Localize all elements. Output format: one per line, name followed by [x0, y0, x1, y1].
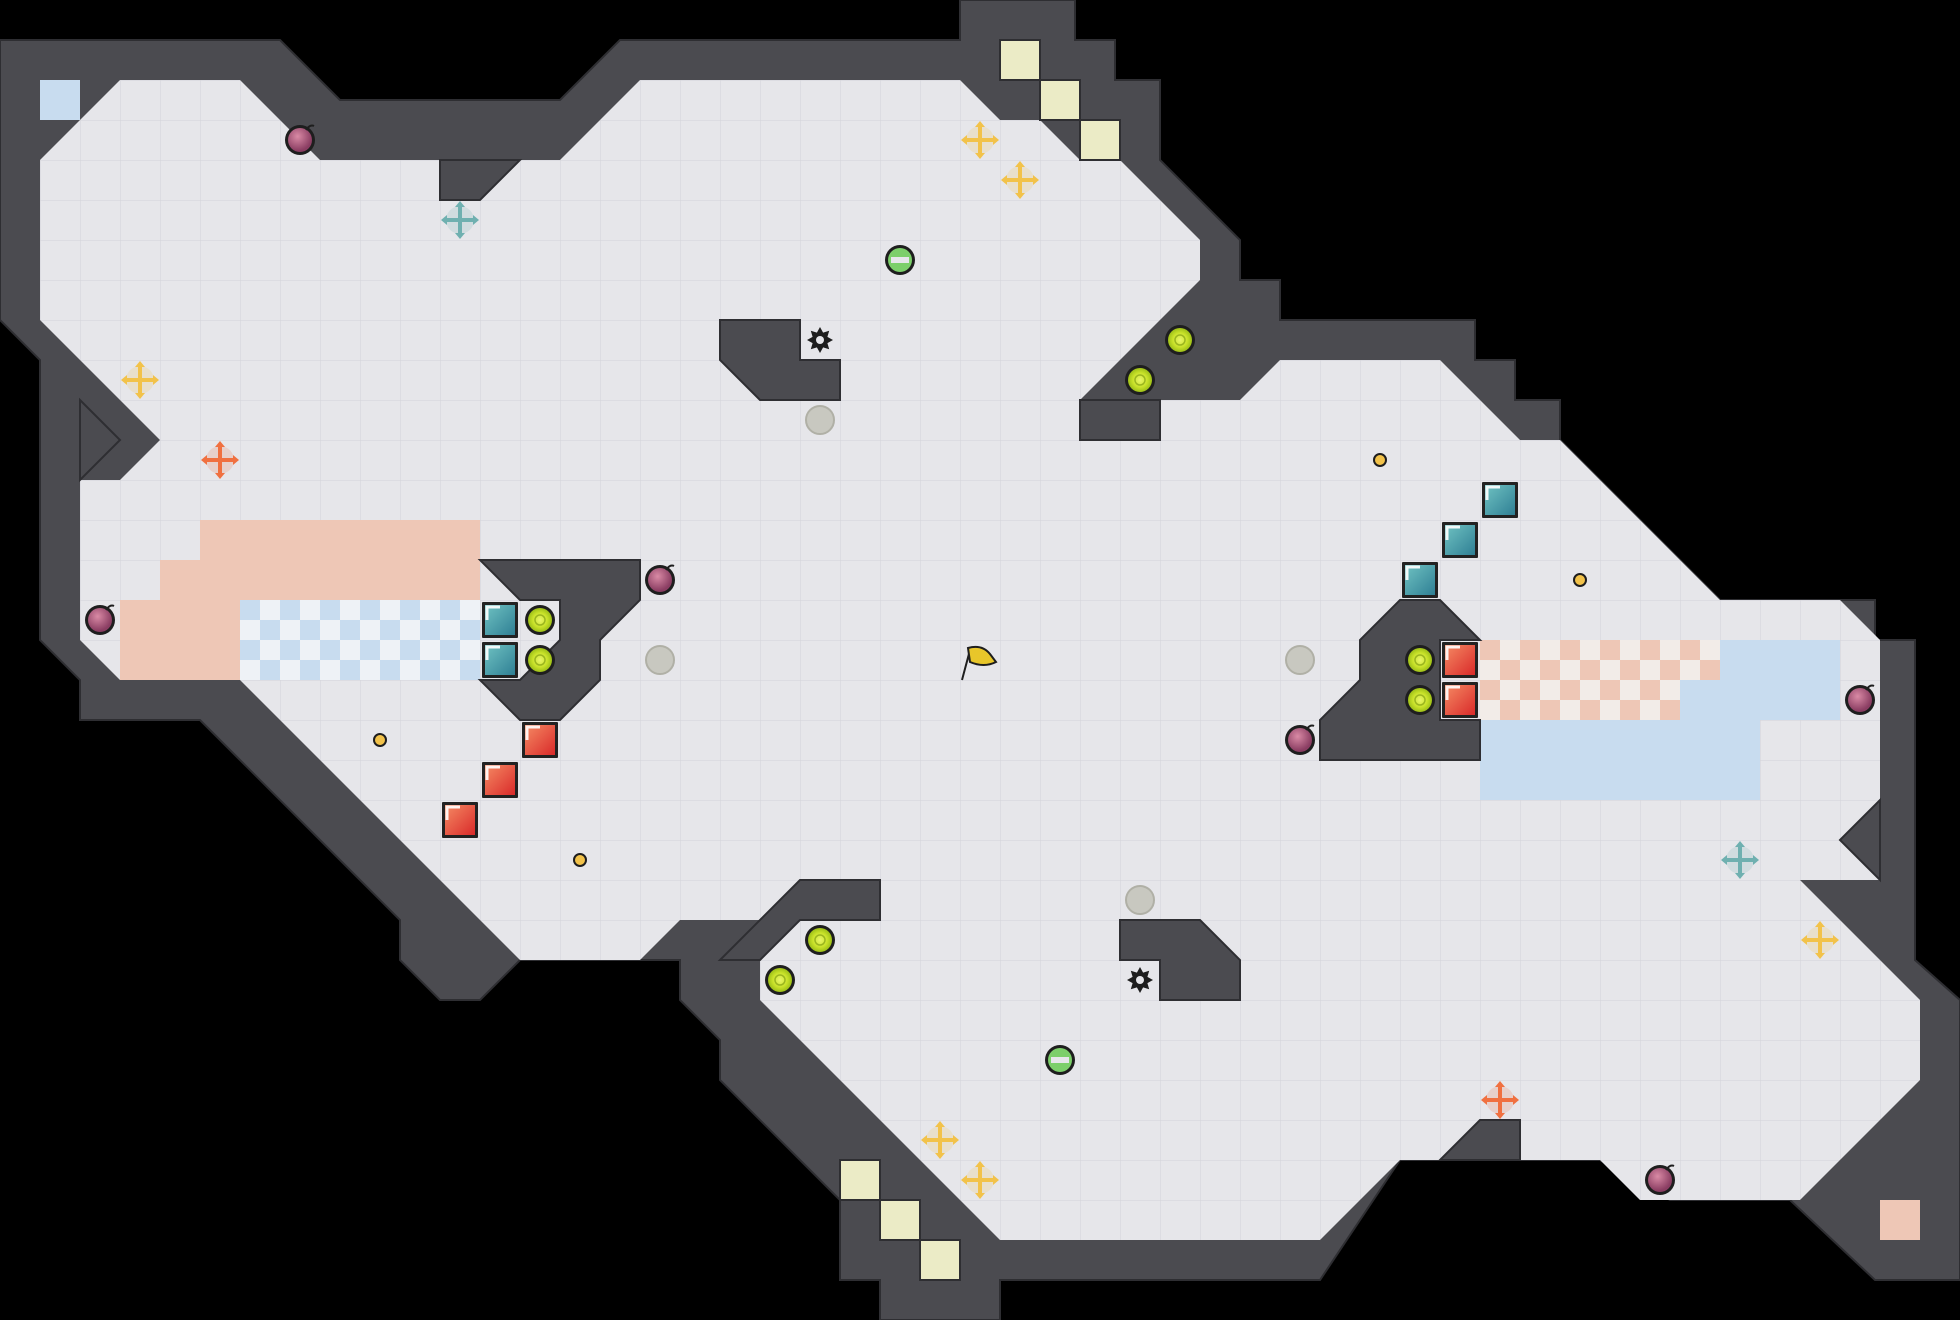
inner-wall [1079, 399, 1161, 441]
boost-icon [1721, 841, 1759, 879]
spike-icon [807, 327, 833, 353]
powerup-icon [765, 965, 795, 995]
entities [85, 121, 1875, 1199]
blue-gate [1442, 522, 1478, 558]
boost-icon [1481, 1081, 1519, 1119]
spawn-pad [879, 1199, 921, 1241]
bomb-icon [1645, 1164, 1675, 1195]
powerup-icon [525, 645, 555, 675]
blue-base-zone [1720, 640, 1840, 720]
inner-wall [1437, 1119, 1521, 1161]
red-gate [442, 802, 478, 838]
inner-wall [1119, 919, 1241, 1001]
token-dot [1373, 453, 1387, 467]
powerup-icon [1165, 325, 1195, 355]
boost-icon [961, 121, 999, 159]
team-tile-marker [1285, 645, 1315, 675]
bomb-icon [645, 564, 675, 595]
bomb-icon [285, 124, 315, 155]
inner-wall [439, 159, 523, 201]
bomb-icon [1285, 724, 1315, 755]
blue-gate [482, 602, 518, 638]
blue-gate [1402, 562, 1438, 598]
boost-icon [1801, 921, 1839, 959]
inner-wall [79, 397, 122, 483]
powerup-icon [1405, 645, 1435, 675]
spawn-pad [919, 1239, 961, 1281]
inner-wall [719, 319, 841, 401]
red-gate [522, 722, 558, 758]
powerup-icon [1405, 685, 1435, 715]
boost-icon [441, 201, 479, 239]
blue-corner-tile [40, 80, 80, 120]
inner-wall [1838, 797, 1881, 883]
token-dot [373, 733, 387, 747]
red-corner-tile [1880, 1200, 1920, 1240]
blue-gate [1482, 482, 1518, 518]
spawn-pad [1079, 119, 1121, 161]
flag-icon [961, 645, 998, 681]
token-dot [1573, 573, 1587, 587]
team-zones [40, 39, 1920, 1281]
red-gate [1442, 682, 1478, 718]
spawn-pad [1039, 79, 1081, 121]
token-dot [573, 853, 587, 867]
inner-wall [477, 559, 641, 721]
inner-wall [717, 879, 881, 961]
boost-icon [961, 1161, 999, 1199]
portal-icon [885, 245, 915, 275]
spike-icon [1127, 967, 1153, 993]
powerup-icon [525, 605, 555, 635]
boost-icon [921, 1121, 959, 1159]
red-gate [482, 762, 518, 798]
boost-icon [201, 441, 239, 479]
team-tile-marker [1125, 885, 1155, 915]
team-tile-marker [645, 645, 675, 675]
powerup-icon [1125, 365, 1155, 395]
inner-wall [1319, 599, 1483, 761]
inner-walls [79, 159, 1881, 1161]
red-gate [1442, 642, 1478, 678]
boost-icon [1001, 161, 1039, 199]
blue-checker-zone [240, 600, 480, 680]
portal-icon [1045, 1045, 1075, 1075]
blue-base-zone [1680, 680, 1720, 720]
blue-gate [482, 642, 518, 678]
spawn-pad [839, 1159, 881, 1201]
powerup-icon [805, 925, 835, 955]
bomb-icon [85, 604, 115, 635]
red-base-zone [160, 560, 280, 600]
spawn-pad [999, 39, 1041, 81]
red-base-zone [280, 520, 480, 600]
team-tile-marker [805, 405, 835, 435]
boost-icon [121, 361, 159, 399]
red-base-zone [120, 600, 240, 680]
blue-base-zone [1480, 720, 1760, 800]
bomb-icon [1845, 684, 1875, 715]
